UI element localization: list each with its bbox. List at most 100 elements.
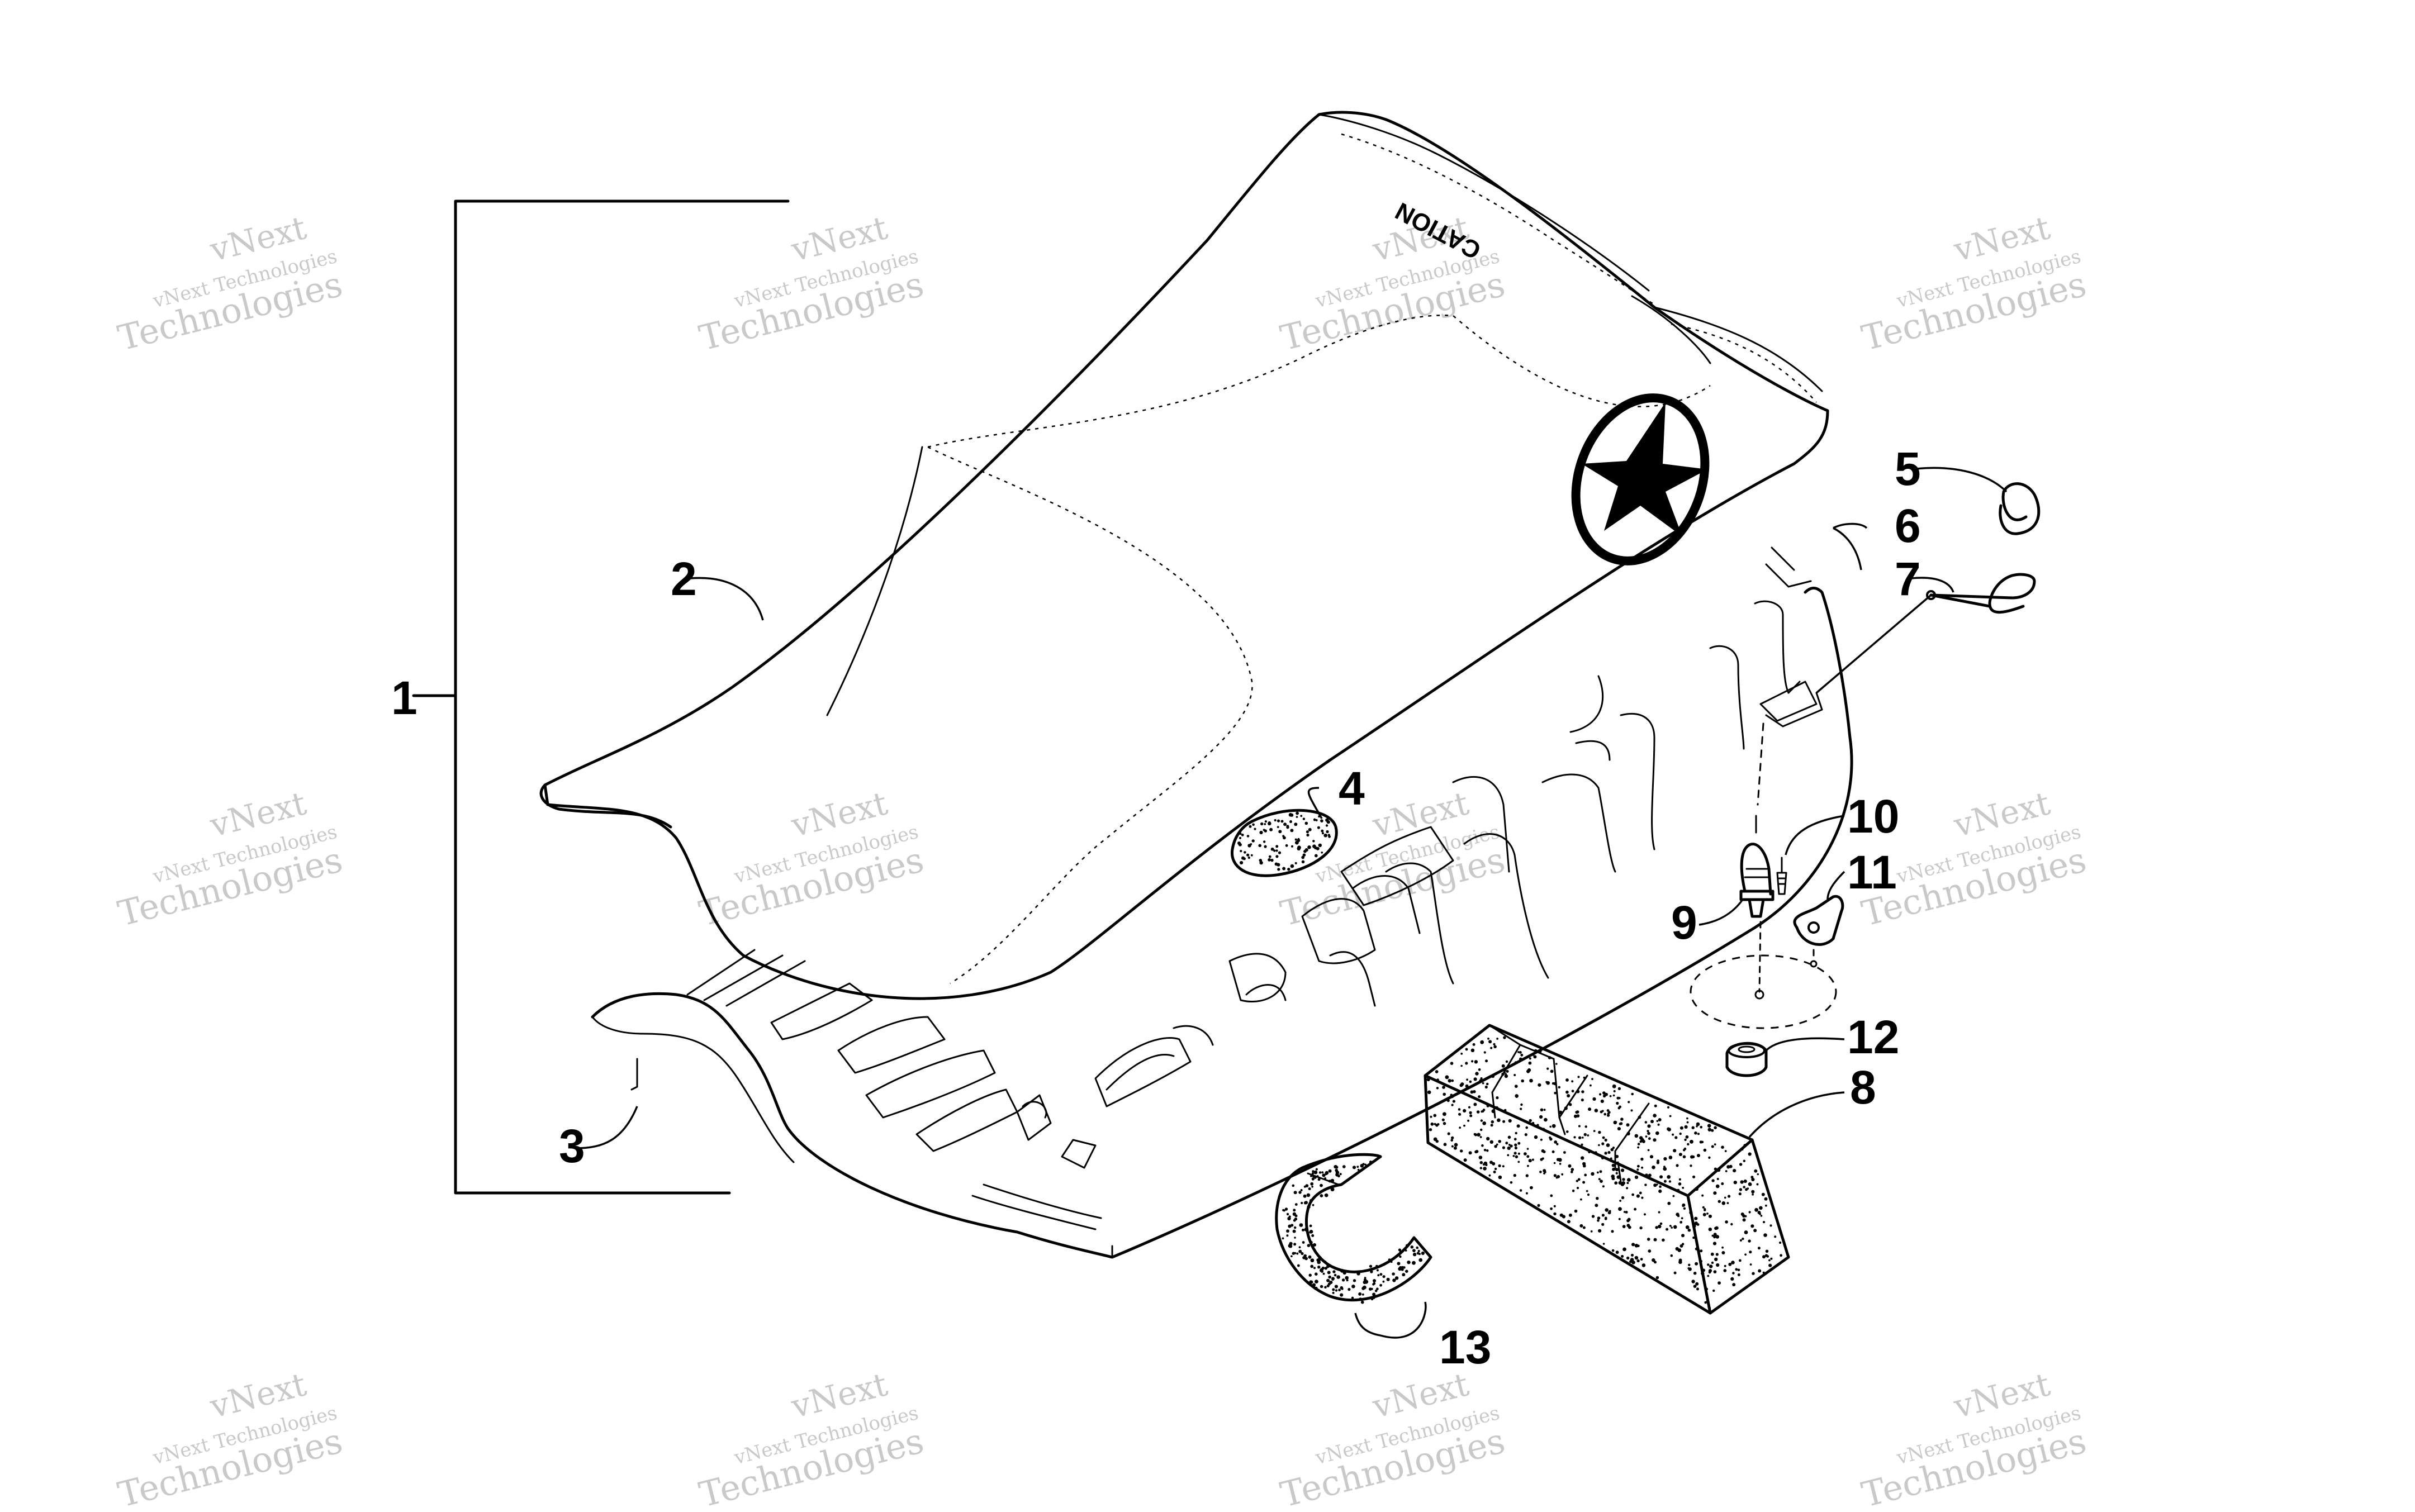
foam-dot: [1321, 829, 1324, 833]
foam-dot: [1298, 1191, 1302, 1194]
foam-dot: [1442, 1086, 1445, 1089]
foam-dot: [1307, 1205, 1311, 1209]
foam-dot: [1470, 1048, 1475, 1053]
foam-dot: [1399, 1255, 1402, 1258]
part-12-grommet: [1725, 1042, 1768, 1077]
foam-dot: [1318, 843, 1322, 848]
foam-dot: [1588, 1150, 1591, 1154]
foam-dot: [1622, 1225, 1626, 1229]
foam-dot: [1752, 1193, 1754, 1196]
foam-dot: [1325, 1172, 1328, 1176]
foam-dot: [1703, 1148, 1707, 1152]
foam-dot: [1286, 825, 1289, 828]
part-4-foam-patch: [1230, 809, 1338, 877]
foam-dot: [1581, 1156, 1584, 1160]
foam-dot: [1479, 1079, 1483, 1083]
foam-dot: [1673, 1271, 1677, 1275]
foam-dot: [1760, 1215, 1763, 1217]
foam-dot: [1725, 1220, 1728, 1224]
foam-dot: [1294, 1226, 1297, 1229]
foam-dot: [1310, 1258, 1315, 1263]
foam-dot: [1548, 1056, 1552, 1059]
foam-dot: [1292, 1184, 1295, 1187]
foam-dot: [1700, 1260, 1702, 1263]
foam-dot: [1576, 1114, 1580, 1118]
foam-dot: [1756, 1183, 1759, 1186]
foam-dot: [1483, 1167, 1487, 1171]
foam-dot: [1303, 849, 1307, 853]
foam-dot: [1293, 1243, 1297, 1246]
foam-dot: [1489, 1140, 1493, 1144]
foam-dot: [1581, 1143, 1583, 1146]
foam-dot: [1581, 1099, 1584, 1102]
foam-dot: [1658, 1224, 1662, 1229]
foam-dot: [1514, 1143, 1517, 1147]
foam-dot: [1748, 1152, 1752, 1156]
foam-dot: [1460, 1149, 1463, 1153]
foam-dot: [1667, 1175, 1671, 1179]
foam-dot: [1737, 1268, 1740, 1272]
foam-dot: [1296, 816, 1298, 818]
foam-dot: [1520, 1103, 1523, 1106]
foam-dot: [1304, 821, 1308, 825]
foam-dot: [1601, 1142, 1605, 1145]
foam-dot: [1708, 1214, 1712, 1218]
foam-dot: [1306, 833, 1309, 837]
foam-dot: [1293, 1209, 1296, 1212]
foam-dot: [1706, 1300, 1709, 1304]
foam-dot: [1693, 1224, 1696, 1228]
foam-dot: [1475, 1150, 1478, 1153]
foam-dot: [1759, 1206, 1763, 1210]
foam-dot: [1610, 1157, 1612, 1160]
foam-dot: [1412, 1252, 1417, 1257]
foam-dot: [1247, 844, 1251, 848]
foam-dot: [1678, 1182, 1682, 1186]
foam-dot: [1580, 1198, 1582, 1201]
foam-dot: [1436, 1087, 1439, 1090]
foam-dot: [1540, 1108, 1544, 1112]
foam-dot: [1553, 1212, 1557, 1216]
callout-4: 4: [1339, 762, 1365, 815]
foam-dot: [1648, 1249, 1652, 1253]
foam-dot: [1678, 1178, 1681, 1181]
foam-dot: [1607, 1211, 1611, 1215]
foam-dot: [1386, 1277, 1390, 1281]
foam-dot: [1764, 1254, 1768, 1257]
foam-dot: [1507, 1135, 1511, 1139]
foam-dot: [1717, 1200, 1721, 1203]
foam-dot: [1246, 853, 1250, 857]
foam-dot: [1322, 1272, 1325, 1275]
foam-dot: [1519, 1051, 1522, 1054]
foam-dot: [1571, 1171, 1573, 1173]
foam-dot: [1757, 1211, 1761, 1214]
foam-dot: [1648, 1137, 1651, 1140]
foam-dot: [1507, 1146, 1511, 1150]
foam-dot: [1694, 1131, 1697, 1135]
foam-dot: [1731, 1261, 1735, 1264]
foam-dot: [1515, 1155, 1519, 1159]
foam-dot: [1321, 1171, 1324, 1174]
foam-dot: [1688, 1263, 1691, 1266]
foam-dot: [1578, 1136, 1582, 1139]
foam-dot: [1537, 1204, 1540, 1207]
foam-dot: [1621, 1255, 1624, 1258]
foam-dot: [1502, 1146, 1505, 1149]
foam-dot: [1631, 1243, 1635, 1247]
foam-dot: [1749, 1251, 1752, 1254]
foam-dot: [1529, 1078, 1533, 1083]
foam-dot: [1514, 1085, 1518, 1088]
foam-dot: [1443, 1121, 1446, 1125]
foam-dot: [1679, 1126, 1683, 1130]
foam-dot: [1392, 1272, 1395, 1276]
foam-dot: [1356, 1166, 1359, 1168]
foam-dot: [1639, 1191, 1642, 1195]
foam-dot: [1294, 862, 1297, 864]
foam-dot: [1538, 1049, 1542, 1054]
foam-dot: [1566, 1130, 1569, 1133]
foam-dot: [1754, 1169, 1758, 1173]
foam-dot: [1682, 1187, 1685, 1189]
foam-dot: [1606, 1143, 1610, 1147]
foam-dot: [1700, 1249, 1703, 1253]
